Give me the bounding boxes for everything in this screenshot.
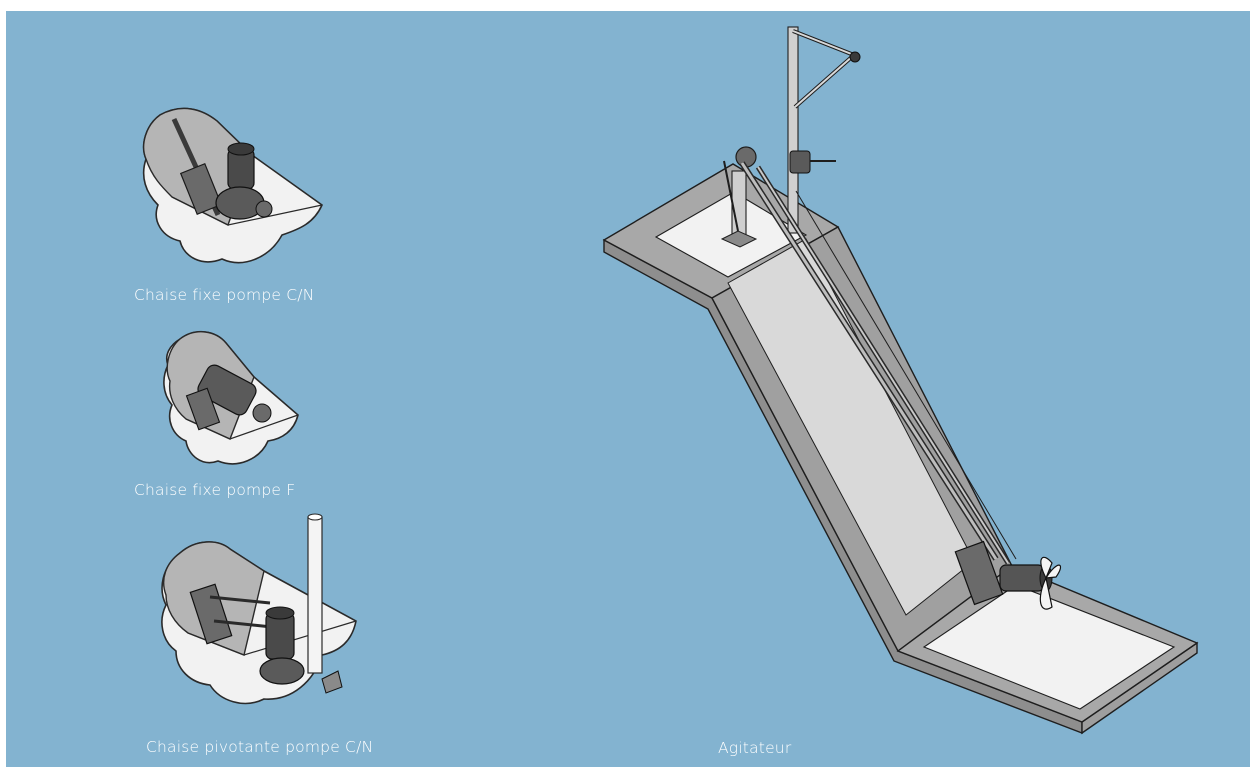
chaise-fixe-f-illustration bbox=[163, 331, 299, 465]
lifting-cable bbox=[795, 190, 1017, 560]
agitator-propeller bbox=[1039, 556, 1061, 610]
pedestal-bracket bbox=[185, 387, 221, 431]
guide-post-top bbox=[307, 513, 323, 521]
pivot-bracket bbox=[189, 583, 233, 645]
agitator-bracket bbox=[954, 540, 1004, 606]
winch-stand-post bbox=[731, 170, 747, 240]
crane-pulley bbox=[849, 51, 861, 63]
pivot-arm-upper bbox=[209, 595, 271, 605]
crane-hand-winch bbox=[789, 150, 811, 174]
crane-mast bbox=[787, 26, 799, 234]
caption-agitateur: Agitateur bbox=[718, 739, 792, 757]
guide-mast-inner-fill bbox=[757, 166, 1009, 564]
diagram-panel: Chaise fixe pompe C/N Chaise fixe pompe … bbox=[6, 11, 1250, 767]
caption-chaise-fixe-cn: Chaise fixe pompe C/N bbox=[134, 286, 315, 304]
agitateur-illustration bbox=[602, 26, 1199, 735]
caption-chaise-pivotante-cn: Chaise pivotante pompe C/N bbox=[146, 738, 374, 756]
pump-cap bbox=[265, 606, 295, 620]
crane-jib-inner bbox=[792, 30, 855, 56]
caption-chaise-fixe-f: Chaise fixe pompe F bbox=[134, 481, 296, 499]
guide-mast-outer-fill bbox=[740, 162, 998, 560]
pump-outlet bbox=[255, 200, 273, 218]
lower-floor bbox=[922, 584, 1176, 710]
chaise-fixe-cn-illustration bbox=[142, 107, 323, 264]
crane-brace-inner bbox=[794, 54, 855, 108]
agitator-motor bbox=[999, 564, 1045, 592]
pump-body bbox=[197, 364, 257, 416]
winch-stand-base bbox=[720, 230, 758, 248]
floor-wall-edge bbox=[171, 196, 323, 226]
pump-outlet bbox=[252, 403, 272, 423]
chaise-pivotante-cn-illustration bbox=[161, 513, 357, 705]
pump-outlet bbox=[321, 670, 343, 694]
winch-stand-leg bbox=[723, 160, 739, 232]
pump-cap bbox=[227, 142, 255, 156]
pivot-arm-lower bbox=[213, 619, 273, 629]
pedestal-bracket bbox=[179, 162, 223, 216]
pump-volute bbox=[259, 657, 305, 685]
